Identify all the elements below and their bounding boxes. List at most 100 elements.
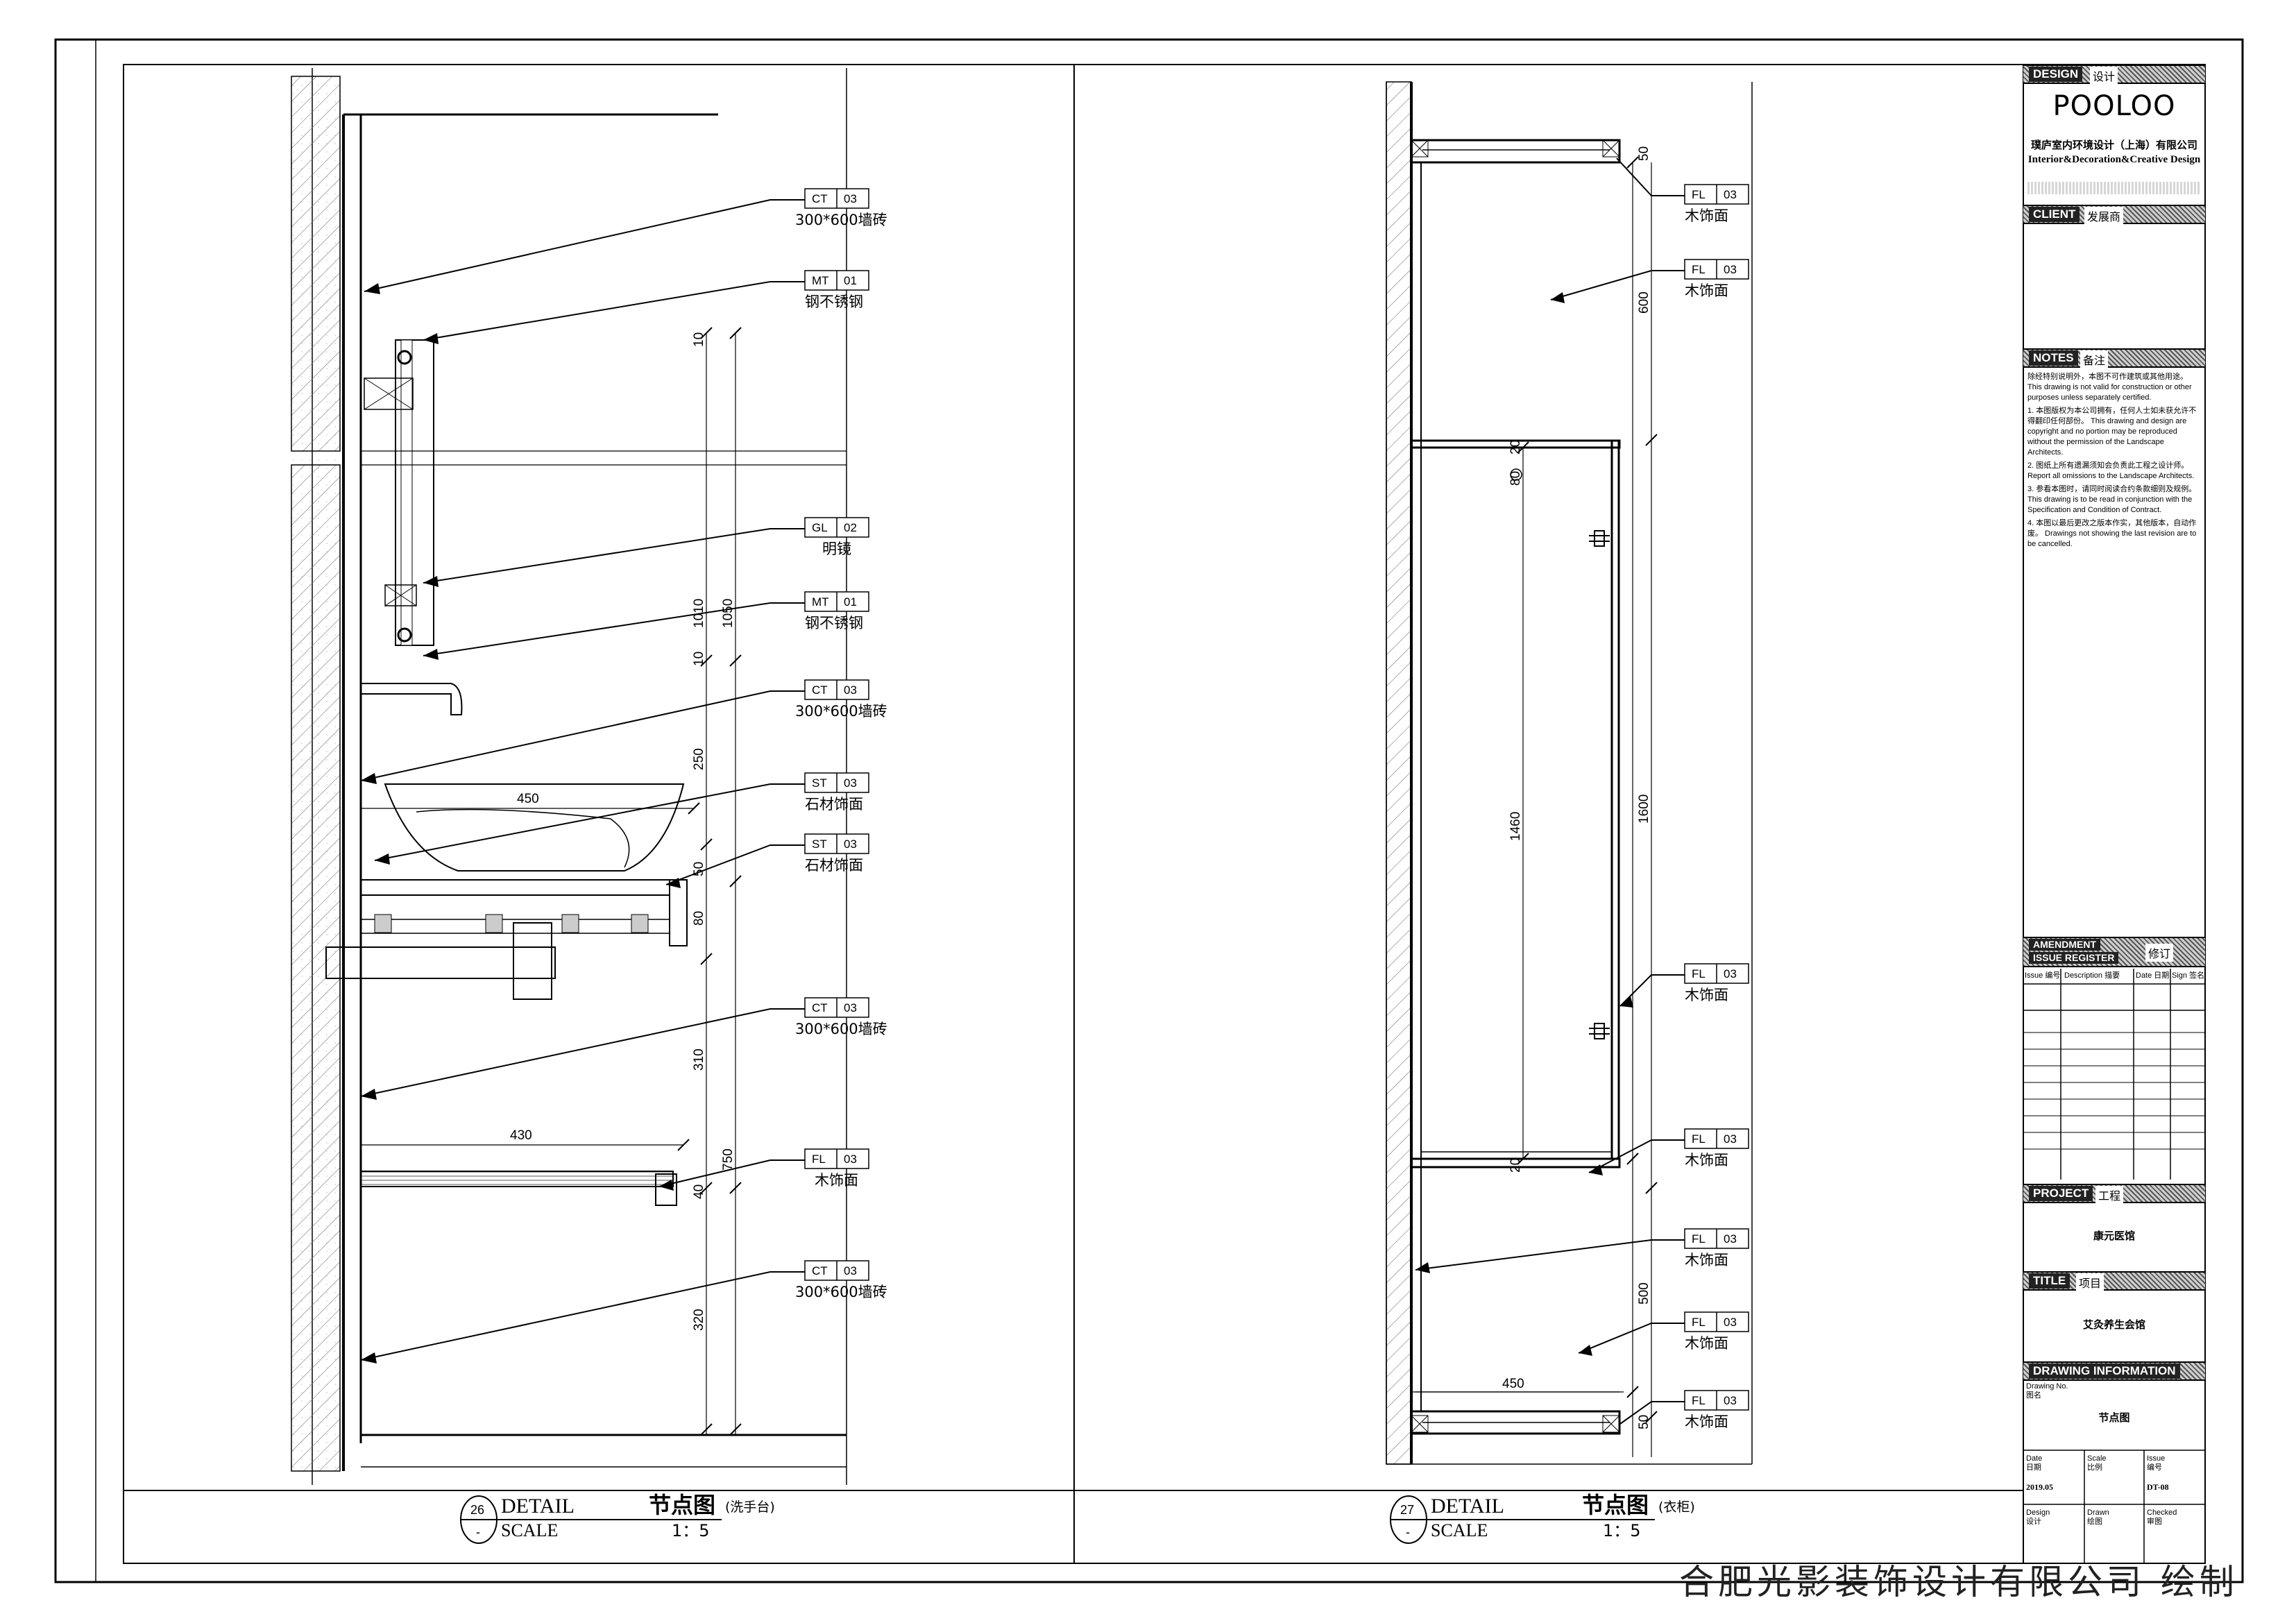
- scale-label: Scale: [2087, 1454, 2107, 1463]
- dim-label: 500: [1637, 1282, 1651, 1305]
- design-cn: 设计: [2090, 67, 2118, 85]
- project-band: PROJECT 工程: [2023, 1184, 2205, 1204]
- company-name-en: Interior&Decoration&Creative Design: [2027, 154, 2201, 165]
- note-item: 3. 参看本图时，请同时阅读合约条款细则及规例。 This drawing is…: [2027, 485, 2197, 514]
- dim-label: 310: [692, 1048, 706, 1071]
- drawing-no-label: Drawing No.: [2026, 1382, 2068, 1391]
- callout-code: CT: [812, 683, 828, 697]
- issue-label: Issue: [2147, 1454, 2166, 1463]
- callout-code: FL: [1692, 263, 1706, 276]
- left-callouts: CT 03 300*600墙砖 MT 01 钢不锈钢 GL 02 明镜 MT 0…: [795, 188, 887, 1300]
- callout-code: CT: [812, 192, 828, 205]
- project-label: PROJECT: [2029, 1186, 2093, 1201]
- callout: FL 03 木饰面: [804, 1148, 869, 1189]
- client-band: CLIENT 发展商: [2023, 205, 2205, 225]
- callout: FL 03 木饰面: [1684, 1128, 1749, 1169]
- design-row-label: Design: [2026, 1509, 2050, 1517]
- project-name: 康元医馆: [2093, 1230, 2135, 1242]
- dim-label: 600: [1637, 291, 1651, 314]
- detail-dash: -: [476, 1525, 480, 1539]
- issue-value: DT-08: [2147, 1482, 2169, 1492]
- dim-label: 80: [1508, 471, 1523, 486]
- title-cn: 项目: [2076, 1273, 2104, 1291]
- dim-label: 450: [1502, 1377, 1524, 1391]
- title-block-frame: [2023, 64, 2206, 1564]
- date-value: 2019.05: [2026, 1482, 2053, 1492]
- design-label: DESIGN: [2029, 67, 2083, 82]
- callout: FL 03 木饰面: [1684, 963, 1749, 1003]
- right-detail-drawing: [1386, 81, 1753, 1465]
- callout-num: 03: [1724, 967, 1737, 980]
- callout-text: 木饰面: [1685, 987, 1728, 1003]
- callout-code: ST: [812, 838, 827, 851]
- callout-text: 石材饰面: [805, 857, 863, 874]
- callout-code: MT: [812, 274, 829, 287]
- dim-label: 50: [1637, 1415, 1651, 1429]
- callout: GL 02 明镜: [804, 517, 869, 557]
- detail-title-cn: 节点图: [649, 1492, 715, 1518]
- callout-num: 03: [844, 192, 857, 205]
- callout-num: 02: [844, 521, 857, 534]
- design-band: DESIGN 设计: [2023, 65, 2205, 85]
- sheet-border-outer: [54, 38, 2244, 1583]
- callout-num: 03: [1724, 1394, 1737, 1407]
- callout-num: 03: [1724, 188, 1737, 201]
- detail-scale: 1：5: [672, 1521, 710, 1540]
- drawing-info-band: DRAWING INFORMATION: [2023, 1361, 2205, 1381]
- callout-text: 木饰面: [1685, 207, 1728, 224]
- footer-credit: 合肥光影装饰设计有限公司 绘制: [1679, 1562, 2238, 1602]
- callout: CT 03 300*600墙砖: [795, 997, 887, 1037]
- callout-text: 300*600墙砖: [795, 212, 887, 228]
- detail-dash: -: [1406, 1525, 1410, 1539]
- dim-label: 10: [692, 652, 706, 666]
- dim-label: 80: [692, 911, 706, 926]
- title-band: TITLE 项目: [2023, 1271, 2205, 1291]
- amend-header-issue: Issue 编号: [2025, 971, 2061, 980]
- callout-num: 01: [844, 595, 857, 609]
- callout-code: CT: [812, 1264, 828, 1277]
- right-dimensions: 50 600 20 1460 1600 20 500 450 50 80: [1502, 146, 1651, 1429]
- amendment-cn: 修订: [2145, 944, 2174, 962]
- drawing-no-cn: 图名: [2026, 1391, 2041, 1400]
- callout-code: FL: [812, 1153, 826, 1166]
- drawn-label: Drawn: [2087, 1509, 2109, 1517]
- brand-logo: POOLOO: [2052, 90, 2176, 122]
- note-item: 2. 图纸上所有遗漏须知会负责此工程之设计师。 Report all omiss…: [2027, 461, 2195, 480]
- callout-text: 木饰面: [815, 1172, 858, 1189]
- left-detail-title: 26 - DETAIL 节点图 (洗手台) SCALE 1：5: [460, 1492, 775, 1544]
- company-address: [2027, 182, 2201, 194]
- callout-num: 03: [1724, 1232, 1737, 1246]
- checked-label: Checked: [2147, 1509, 2177, 1517]
- project-cn: 工程: [2095, 1186, 2124, 1204]
- callout-text: 300*600墙砖: [795, 1021, 887, 1037]
- detail-scale: 1：5: [1603, 1521, 1641, 1540]
- callout: FL 03 木饰面: [1684, 1228, 1749, 1268]
- dim-label: 250: [692, 748, 706, 770]
- notes-band: NOTES 备注: [2023, 348, 2205, 368]
- callout: FL 03 木饰面: [1684, 184, 1749, 224]
- right-detail-title: 27 - DETAIL 节点图 (衣柜) SCALE 1：5: [1390, 1492, 1695, 1544]
- callout: FL 03 木饰面: [1684, 1390, 1749, 1430]
- detail-note: (洗手台): [725, 1499, 775, 1515]
- callout: MT 01 钢不锈钢: [804, 270, 869, 310]
- callout-code: MT: [812, 595, 829, 609]
- callout-code: FL: [1692, 967, 1706, 980]
- callout-num: 03: [844, 776, 857, 790]
- callout: ST 03 石材饰面: [804, 833, 869, 874]
- callout-text: 木饰面: [1685, 1252, 1728, 1268]
- title-name: 艾灸养生会馆: [2082, 1318, 2145, 1331]
- dim-label: 450: [517, 792, 539, 806]
- design-row-cn: 设计: [2026, 1518, 2041, 1526]
- amend-header-date: Date 日期: [2136, 971, 2170, 980]
- client-cn: 发展商: [2084, 207, 2124, 225]
- callout-num: 03: [844, 1153, 857, 1166]
- dim-label: 40: [692, 1184, 706, 1199]
- callout-code: FL: [1692, 188, 1706, 201]
- callout-text: 木饰面: [1685, 1335, 1728, 1352]
- drawing-name: 节点图: [2098, 1411, 2130, 1424]
- dim-label: 20: [1508, 440, 1523, 454]
- issue-cn: 编号: [2147, 1463, 2162, 1472]
- detail-scale-label: SCALE: [501, 1520, 558, 1540]
- left-dimensions: 450 430 10 1010 1050 10 250 50 80 310 75…: [510, 332, 735, 1331]
